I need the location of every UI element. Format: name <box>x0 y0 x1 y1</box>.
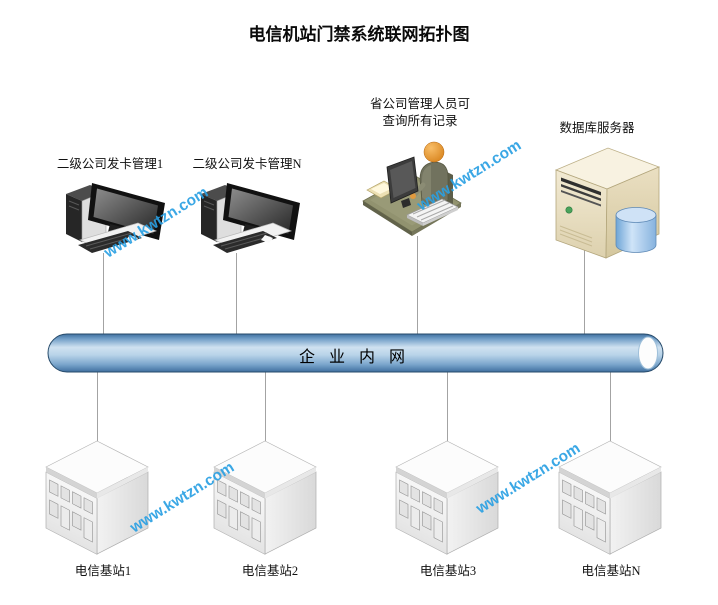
connector-station-3 <box>447 370 448 442</box>
connector-issuerN <box>236 253 237 335</box>
station-3-label: 电信基站3 <box>419 564 477 578</box>
database-cylinder <box>615 215 657 253</box>
operator-workstation-icon <box>362 141 462 236</box>
issuerN-label: 二级公司发卡管理N <box>192 157 302 171</box>
connector-station-n <box>610 370 611 442</box>
intranet-label: 企业内网 <box>298 349 419 366</box>
pipe-open-end <box>638 336 658 370</box>
database-label: 数据库服务器 <box>559 121 635 135</box>
desktop-computer-icon <box>66 183 165 253</box>
connector-issuer1 <box>103 253 104 335</box>
connector-admin <box>417 236 418 335</box>
admin-label-line1: 省公司管理人员可 <box>369 97 470 111</box>
page-title: 电信机站门禁系统联网拓扑图 <box>248 25 470 44</box>
issuer1-label: 二级公司发卡管理1 <box>56 157 164 171</box>
admin-label-line2: 查询所有记录 <box>382 114 458 128</box>
base-station-building-icon <box>213 440 317 555</box>
base-station-building-icon <box>558 440 662 555</box>
base-station-building-icon <box>395 440 499 555</box>
admin-label: 省公司管理人员可 查询所有记录 <box>345 96 495 130</box>
base-station-building-icon <box>45 440 149 555</box>
desktop-computer-icon <box>201 183 300 253</box>
connector-station-1 <box>97 370 98 442</box>
intranet-bus-pipe <box>47 333 664 373</box>
connector-station-2 <box>265 370 266 442</box>
connector-database <box>584 250 585 335</box>
station-n-label: 电信基站N <box>581 564 641 578</box>
database-server-icon <box>554 147 661 259</box>
station-2-label: 电信基站2 <box>241 564 299 578</box>
station-1-label: 电信基站1 <box>74 564 132 578</box>
